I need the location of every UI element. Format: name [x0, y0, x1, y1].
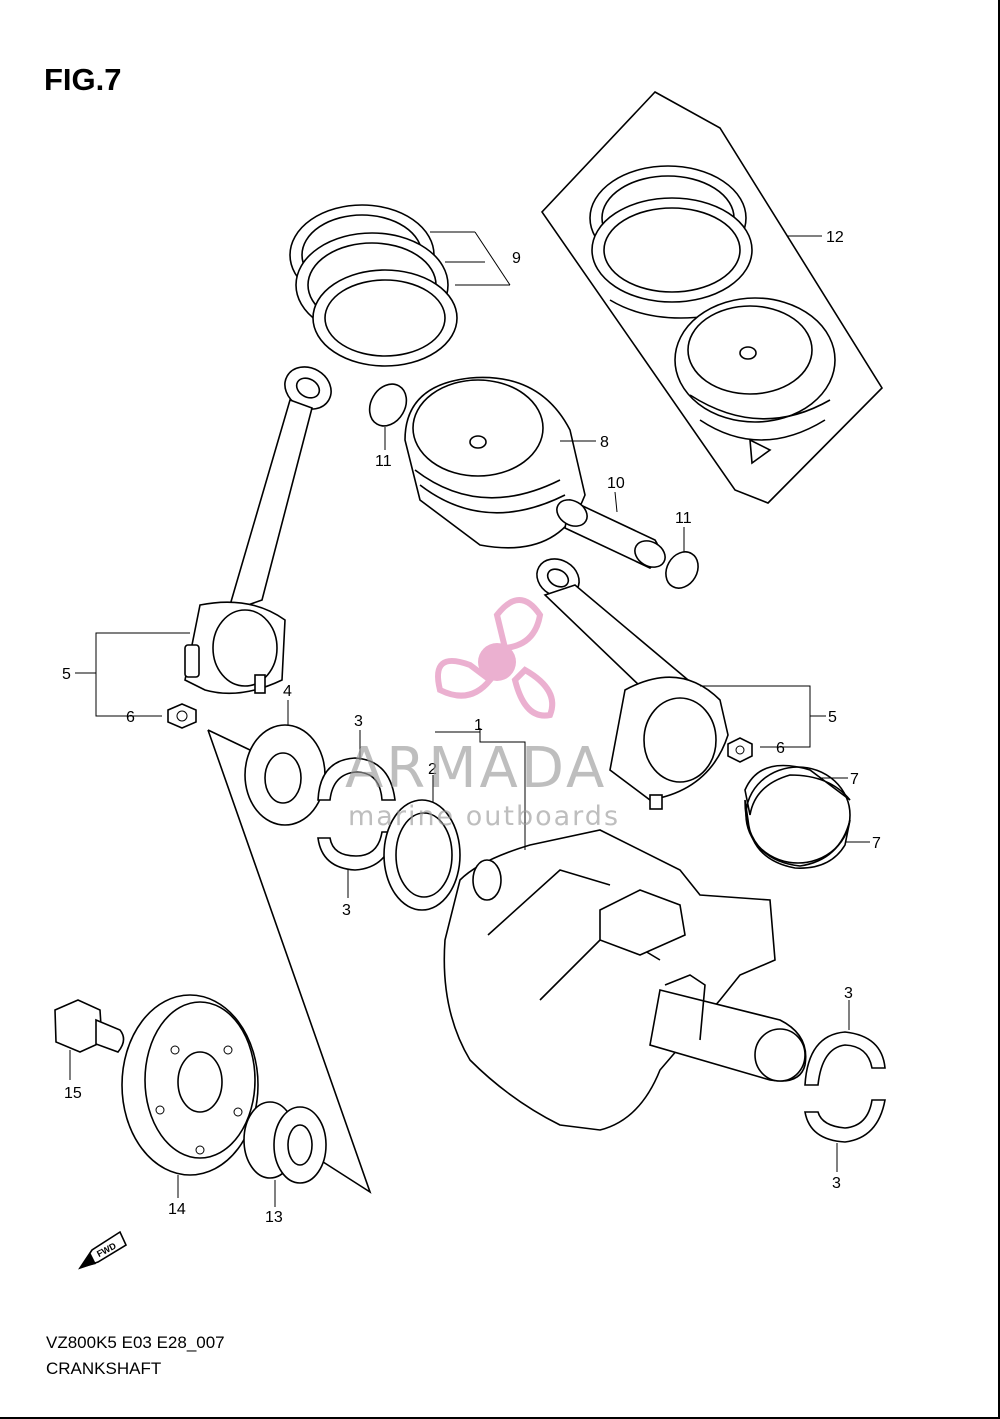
watermark-brand: ARMADA [345, 736, 607, 801]
callout-3-right-upper[interactable]: 3 [844, 985, 853, 1002]
part-6-nut-left[interactable] [167, 703, 197, 729]
part-1-crankshaft[interactable] [443, 829, 807, 1131]
fwd-arrow-icon: FWD [78, 1230, 128, 1270]
part-15-bolt[interactable] [54, 999, 125, 1053]
callout-3-left-lower[interactable]: 3 [342, 902, 351, 919]
callout-1[interactable]: 1 [474, 717, 483, 734]
part-3-main-bearing-lower-right[interactable] [804, 1099, 886, 1143]
leader-lines [69, 231, 870, 1207]
part-5-connecting-rod-right[interactable] [530, 551, 729, 810]
part-8-piston[interactable] [404, 376, 586, 549]
callout-3-right-lower[interactable]: 3 [832, 1175, 841, 1192]
part-10-piston-pin[interactable] [552, 495, 670, 573]
callout-11-upper[interactable]: 11 [375, 453, 392, 470]
callout-13[interactable]: 13 [265, 1209, 283, 1226]
callout-8[interactable]: 8 [600, 434, 609, 451]
part-9-piston-rings[interactable] [289, 204, 458, 367]
figure-title: FIG.7 [44, 62, 122, 97]
part-5-connecting-rod-left[interactable] [184, 359, 339, 695]
callout-7-lower[interactable]: 7 [872, 835, 881, 852]
callout-numbers: 9 12 8 11 10 11 5 6 4 3 1 2 5 6 7 7 3 3 … [62, 229, 881, 1226]
callout-5-right[interactable]: 5 [828, 709, 837, 726]
armada-watermark: ARMADA marine outboards [345, 597, 620, 832]
callout-9[interactable]: 9 [512, 250, 521, 267]
part-14-crankshaft-gear[interactable] [121, 994, 259, 1176]
group-bracket-lower [207, 729, 372, 1194]
callout-4[interactable]: 4 [283, 683, 292, 700]
callout-2[interactable]: 2 [428, 761, 437, 778]
part-2-thrust-bearing[interactable] [383, 799, 461, 911]
part-13-primary-drive-gear[interactable] [243, 1101, 327, 1184]
section-name: CRANKSHAFT [46, 1359, 162, 1378]
callout-6-right[interactable]: 6 [776, 740, 785, 757]
part-11-circlip-lower[interactable] [660, 546, 705, 594]
callout-12[interactable]: 12 [826, 229, 844, 246]
watermark-tagline: marine outboards [348, 801, 620, 832]
callout-7-upper[interactable]: 7 [850, 771, 859, 788]
part-3-main-bearing-upper-right[interactable] [804, 1031, 886, 1086]
callout-15[interactable]: 15 [64, 1085, 82, 1102]
part-3-main-bearing-upper-left[interactable] [317, 757, 396, 801]
callout-11-lower[interactable]: 11 [675, 510, 692, 527]
callout-3-left-upper[interactable]: 3 [354, 713, 363, 730]
part-7-crankpin-bearing-upper[interactable] [744, 764, 851, 816]
callout-6-left[interactable]: 6 [126, 709, 135, 726]
callout-10[interactable]: 10 [607, 475, 625, 492]
part-11-circlip-upper[interactable] [362, 377, 413, 432]
group-bracket [207, 729, 251, 751]
model-code: VZ800K5 E03 E28_007 [46, 1333, 225, 1352]
part-6-nut-right[interactable] [727, 737, 753, 763]
callout-5-left[interactable]: 5 [62, 666, 71, 683]
part-12-piston-ring-kit[interactable] [540, 90, 884, 504]
callout-14[interactable]: 14 [168, 1201, 186, 1218]
propeller-logo-icon [435, 597, 556, 719]
part-7-crankpin-bearing-lower[interactable] [744, 766, 851, 869]
part-4-thrust-washer[interactable] [244, 724, 326, 826]
